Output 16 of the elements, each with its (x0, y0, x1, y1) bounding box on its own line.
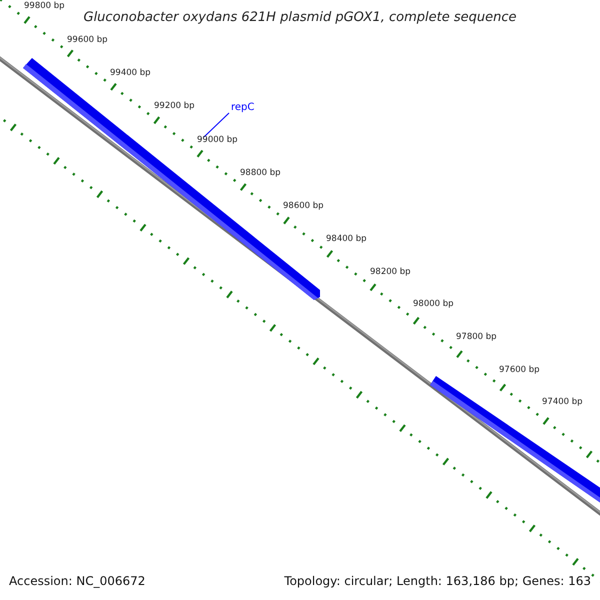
sequence-info-text: Topology: circular; Length: 163,186 bp; Genes: 163 (284, 574, 591, 588)
position-label: 99000 bp (197, 135, 238, 145)
position-label: 97400 bp (542, 397, 583, 407)
position-label: 98000 bp (413, 299, 454, 309)
position-label: 98200 bp (370, 267, 411, 277)
accession-text: Accession: NC_006672 (9, 574, 146, 588)
position-label: 99600 bp (67, 35, 108, 45)
position-label: 99800 bp (24, 1, 65, 11)
position-label: 99200 bp (154, 101, 195, 111)
leader-line (204, 112, 230, 138)
position-label: 99400 bp (110, 68, 151, 78)
position-label: 97800 bp (456, 332, 497, 342)
position-label: 98600 bp (283, 201, 324, 211)
gene-label: repC (231, 102, 254, 113)
position-label: 98800 bp (240, 168, 281, 178)
diagram-title: Gluconobacter oxydans 621H plasmid pGOX1, complete sequence (82, 10, 518, 25)
